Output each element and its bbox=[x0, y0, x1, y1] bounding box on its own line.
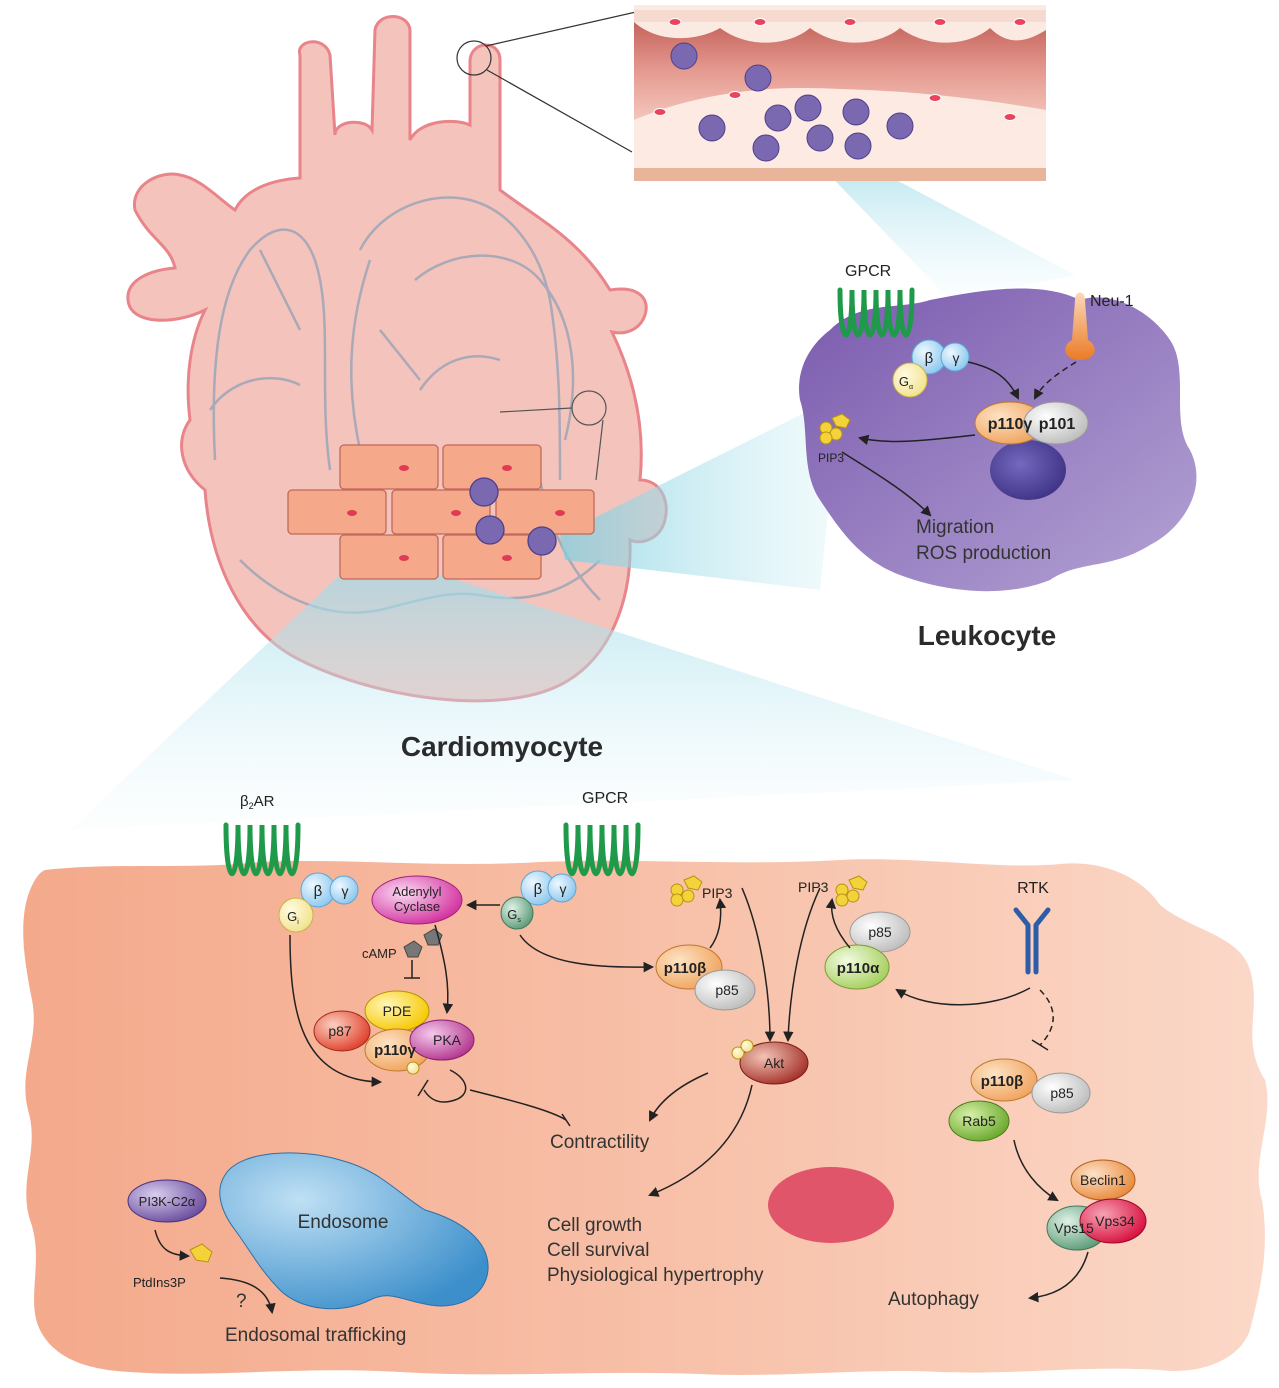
leuk-p110g-label: p110γ bbox=[988, 416, 1033, 433]
cardiomyocyte-cell bbox=[23, 822, 1268, 1375]
leukocyte-nucleus bbox=[990, 440, 1066, 500]
cardio-gpcr-label: GPCR bbox=[582, 790, 628, 807]
leuk-outcome-ros: ROS production bbox=[916, 543, 1051, 564]
leuk-galpha-label: Gα bbox=[899, 374, 913, 391]
zoom-indicators bbox=[456, 11, 637, 481]
leuk-gamma-subunit bbox=[940, 342, 970, 372]
cardiomyocyte-heading: Cardiomyocyte bbox=[401, 731, 603, 762]
aorta-zoom-circle bbox=[456, 40, 492, 76]
vessel-contour-3 bbox=[414, 254, 575, 441]
vessel-contour-1 bbox=[212, 228, 332, 471]
vessel-contour-10 bbox=[379, 329, 421, 381]
camp-label: cAMP bbox=[362, 946, 397, 961]
leuk-gpcr-label: GPCR bbox=[845, 263, 891, 280]
leuk-outcome-migration: Migration bbox=[916, 517, 994, 538]
leuk-p101-node bbox=[1023, 401, 1089, 445]
cardio-gamma-left-label: γ bbox=[342, 883, 349, 899]
p85-c-label: p85 bbox=[1050, 1085, 1074, 1101]
cardio-beta-right-label: β bbox=[534, 881, 543, 898]
rab5-node bbox=[948, 1100, 1010, 1142]
neu1-receptor-icon bbox=[1065, 292, 1095, 360]
endosomal-trafficking-label: Endosomal trafficking bbox=[225, 1325, 406, 1346]
p85-b-label: p85 bbox=[868, 924, 892, 940]
growth-label-1: Cell growth bbox=[547, 1215, 642, 1236]
cardio-p110g-label: p110γ bbox=[374, 1042, 416, 1059]
neu1-label: Neu-1 bbox=[1090, 293, 1134, 310]
ptdins3p-label: PtdIns3P bbox=[133, 1275, 186, 1290]
leuk-gamma-label: γ bbox=[953, 350, 960, 366]
endosome-label: Endosome bbox=[298, 1212, 389, 1233]
vessel-contour-9 bbox=[258, 249, 302, 331]
p85-a-label: p85 bbox=[715, 982, 739, 998]
rab5-label: Rab5 bbox=[962, 1113, 996, 1129]
b2ar-receptor-icon bbox=[223, 822, 301, 877]
vessel-contour-4 bbox=[350, 259, 372, 451]
adenylyl-label-1: Adenylyl bbox=[392, 884, 441, 899]
leukocyte-gpcr-icon bbox=[837, 287, 915, 338]
p110b-top-label: p110β bbox=[664, 960, 707, 977]
leukocyte-heading: Leukocyte bbox=[918, 620, 1057, 651]
cardio-pka-node bbox=[409, 1019, 475, 1061]
b2ar-label: β2AR bbox=[240, 793, 275, 811]
ptdins3p-icon bbox=[189, 1243, 213, 1263]
rtk-receptor-icon bbox=[1013, 907, 1051, 975]
p110b-bottom-node bbox=[970, 1058, 1038, 1102]
pip3-a-label: PIP3 bbox=[702, 885, 733, 901]
leukocyte-cell bbox=[799, 287, 1197, 592]
vps34-label: Vps34 bbox=[1095, 1213, 1135, 1229]
leuk-galpha-subunit bbox=[892, 362, 928, 398]
beclin1-label: Beclin1 bbox=[1080, 1172, 1126, 1188]
leuk-pip3-label: PIP3 bbox=[818, 451, 844, 465]
cardio-gpcr-receptor-icon bbox=[563, 822, 641, 877]
cardio-beta-left-label: β bbox=[314, 883, 323, 900]
myocardial-tissue bbox=[287, 444, 595, 580]
vessel-contour-6 bbox=[418, 355, 501, 391]
vessel-cross-section bbox=[634, 5, 1046, 181]
beam-tissue-to-leukocyte bbox=[560, 395, 840, 590]
gi-label: Gi bbox=[287, 909, 299, 926]
vps15-label: Vps15 bbox=[1054, 1220, 1094, 1236]
cardio-gamma-right-label: γ bbox=[560, 881, 567, 897]
question-mark: ? bbox=[236, 1291, 247, 1312]
pi3k-c2a-node bbox=[127, 1179, 207, 1223]
pi3k-c2a-label: PI3K-C2α bbox=[139, 1194, 196, 1209]
vessel-contour-2 bbox=[358, 196, 562, 481]
leuk-beta-label: β bbox=[925, 350, 934, 367]
pka-label: PKA bbox=[433, 1032, 462, 1048]
leuk-pip3-icon bbox=[819, 413, 851, 445]
growth-label-3: Physiological hypertrophy bbox=[547, 1265, 764, 1286]
endosome-body bbox=[219, 1152, 489, 1310]
autophagy-label: Autophagy bbox=[888, 1289, 979, 1310]
pip3-b-icon bbox=[835, 875, 868, 907]
p110a-node bbox=[824, 944, 890, 990]
cardio-p87-node bbox=[313, 1010, 371, 1052]
vessel-leukocytes bbox=[670, 42, 914, 162]
pip3-b-label: PIP3 bbox=[798, 879, 829, 895]
adenylyl-cyclase-node bbox=[371, 875, 463, 925]
p85-c-node bbox=[1031, 1072, 1091, 1114]
vps34-node bbox=[1079, 1198, 1147, 1244]
p85-a-node bbox=[694, 969, 756, 1011]
gs-label: Gs bbox=[507, 907, 521, 924]
growth-label-2: Cell survival bbox=[547, 1240, 649, 1261]
rtk-label: RTK bbox=[1017, 880, 1049, 897]
p87-label: p87 bbox=[328, 1023, 352, 1039]
p110b-bottom-label: p110β bbox=[981, 1073, 1024, 1090]
p110a-label: p110α bbox=[837, 960, 880, 977]
contractility-label: Contractility bbox=[550, 1132, 650, 1153]
cardiomyocyte-nucleus bbox=[768, 1167, 894, 1243]
akt-label: Akt bbox=[764, 1055, 784, 1071]
pip3-a-icon bbox=[670, 875, 703, 907]
adenylyl-label-2: Cyclase bbox=[394, 899, 440, 914]
vessel-contour-5 bbox=[208, 376, 301, 411]
beam-vessel-to-leukocyte bbox=[815, 150, 1075, 300]
pde-label: PDE bbox=[383, 1003, 412, 1019]
cardio-arrows bbox=[154, 887, 1089, 1315]
camp-icon bbox=[403, 928, 443, 958]
beam-tissue-to-cardiomyocyte bbox=[70, 568, 1075, 830]
leuk-p101-label: p101 bbox=[1039, 416, 1076, 433]
